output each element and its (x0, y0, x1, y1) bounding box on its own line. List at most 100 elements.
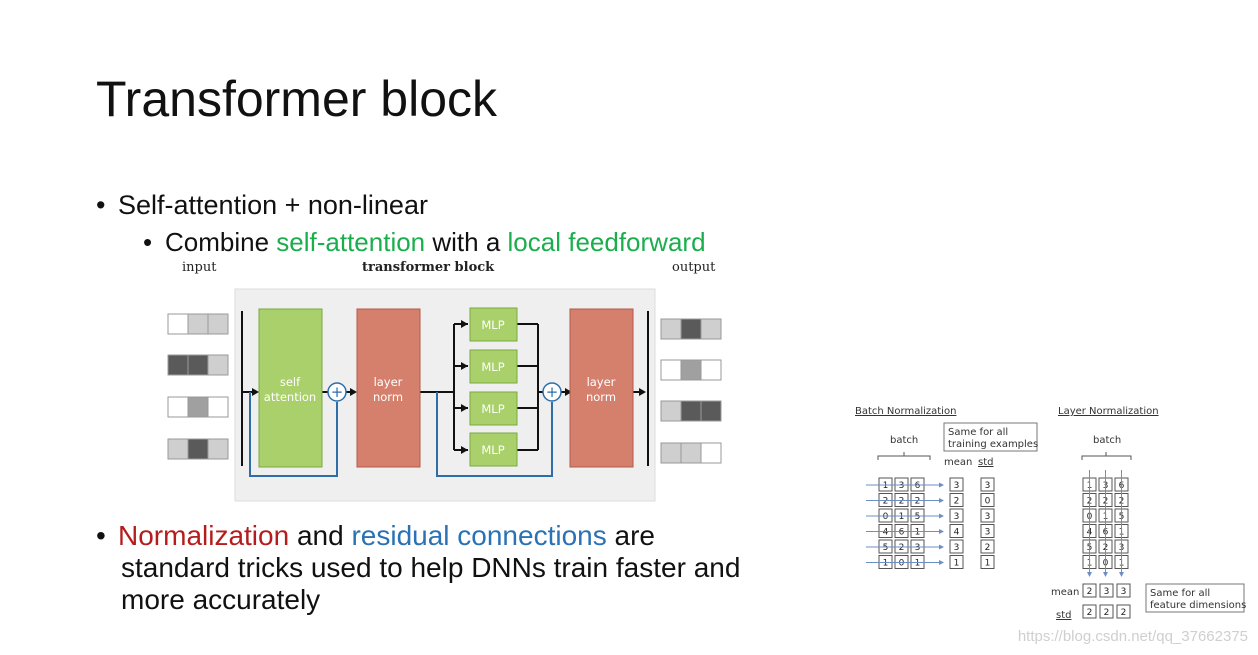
plus-1: + (331, 383, 344, 401)
norm1-label-1: layer (374, 375, 403, 389)
note-layer-box (1145, 583, 1245, 613)
layer-norm-box-2 (569, 308, 634, 468)
residual-add-2 (542, 382, 562, 402)
bn-matrix-value: 0 (899, 559, 905, 569)
bn-mean-value: 3 (954, 481, 960, 491)
ln-mean-cell (1099, 583, 1114, 598)
residual-add-1 (327, 382, 347, 402)
bn-arrowhead (939, 498, 944, 503)
bn-std-label: std (978, 457, 993, 468)
bullet3-line3: more accurately (121, 584, 321, 615)
bn-arrowhead (939, 482, 944, 488)
bn-mean-cell (949, 477, 964, 492)
bn-mean-cell (949, 493, 964, 507)
ln-mean-cell (1116, 583, 1131, 598)
bn-matrix-value: 1 (899, 512, 905, 522)
bn-matrix-value: 1 (883, 481, 889, 491)
bn-std-cell (980, 477, 995, 492)
bullet-normalization: •Normalization and residual connections … (96, 520, 740, 616)
block-title: transformer block (362, 260, 495, 275)
bn-mean-cell (949, 508, 964, 523)
input-label: input (182, 260, 217, 275)
self-attention-box (258, 308, 323, 468)
layer-norm-matrix: 136222015461523101233222 (1082, 470, 1131, 619)
ln-arrowhead (1103, 572, 1108, 577)
bn-matrix-value: 2 (915, 497, 921, 507)
transformer-block-diagram: input transformer block output (167, 260, 722, 502)
bn-std-cell (980, 555, 995, 569)
bn-std-value: 2 (985, 543, 991, 553)
slide-title: Transformer block (96, 71, 498, 127)
bn-arrowhead (939, 513, 944, 519)
bn-mean-value: 2 (954, 497, 960, 507)
bn-std-value: 3 (985, 528, 991, 538)
batch-label-bn: batch (890, 435, 918, 446)
bullet3-term-normalization: Normalization (118, 520, 290, 551)
mlp-label-3: MLP (481, 402, 504, 416)
mlp-box-1 (469, 307, 518, 342)
bullet2-term-self-attention: self-attention (276, 227, 426, 257)
ln-arrowhead (1119, 572, 1124, 577)
bn-matrix-value: 1 (915, 528, 921, 538)
bn-matrix-value: 3 (899, 481, 905, 491)
bn-matrix-value: 0 (883, 512, 889, 522)
bn-mean-label: mean (944, 457, 972, 468)
bn-mean-value: 4 (954, 528, 960, 538)
arrowheads (252, 320, 646, 454)
input-vectors (167, 313, 229, 460)
bn-std-value: 1 (985, 559, 991, 569)
bn-std-value: 0 (985, 497, 991, 507)
bullet2-term-local-feedforward: local feedforward (507, 227, 706, 257)
watermark: https://blog.csdn.net/qq_37662375 (1017, 628, 1248, 645)
mlp-box-4 (469, 432, 518, 467)
ln-mean-value: 3 (1104, 587, 1110, 597)
bn-matrix-value: 2 (883, 497, 889, 507)
ln-mean-label: mean (1051, 587, 1079, 598)
ln-arrowhead (1087, 572, 1092, 577)
bn-matrix-value: 5 (915, 512, 921, 522)
note-batch-box (943, 422, 1038, 452)
plus-2: + (546, 383, 559, 401)
ln-std-cell (1116, 604, 1131, 619)
bn-std-value: 3 (985, 481, 991, 491)
self-attention-label-2: attention (264, 390, 316, 404)
ln-brace (1081, 452, 1132, 460)
ln-std-cell (1082, 604, 1097, 619)
bullet-combine: •Combine self-attention with a local fee… (143, 227, 706, 258)
bn-mean-cell (949, 524, 964, 538)
bn-matrix-value: 6 (915, 481, 921, 491)
ln-mean-value: 2 (1087, 587, 1093, 597)
layer-norm-box-1 (356, 308, 421, 468)
bn-matrix-value: 5 (883, 543, 889, 553)
bn-std-value: 3 (985, 512, 991, 522)
bn-matrix-value: 1 (915, 559, 921, 569)
bullet-self-attention: • Self-attention + non-linear (96, 190, 428, 221)
self-attention-label-1: self (280, 375, 301, 389)
mlp-label-4: MLP (481, 443, 504, 457)
residual-connections (249, 392, 553, 477)
bn-mean-value: 1 (954, 559, 960, 569)
ln-mean-value: 3 (1121, 587, 1127, 597)
output-vectors (660, 318, 722, 464)
ln-std-value: 2 (1121, 608, 1127, 618)
norm1-label-2: norm (373, 390, 403, 404)
bn-matrix-value: 3 (915, 543, 921, 553)
layer-norm-title: Layer Normalization (1058, 406, 1159, 417)
bullet1-text: Self-attention + non-linear (118, 190, 428, 220)
ln-std-value: 2 (1104, 608, 1110, 618)
bn-mean-cell (949, 539, 964, 554)
mlp-label-1: MLP (481, 318, 504, 332)
note-layer-line2: feature dimensions (1150, 600, 1246, 611)
bullet-dot: • (143, 227, 153, 257)
batch-label-ln: batch (1093, 435, 1121, 446)
bn-matrix-value: 6 (899, 528, 905, 538)
bullet-dot: • (96, 520, 106, 551)
bn-std-cell (980, 539, 995, 554)
mlp-box-3 (469, 391, 518, 426)
ln-std-cell (1099, 604, 1114, 619)
bn-std-cell (980, 508, 995, 523)
normalization-figure: Batch Normalization Layer Normalization … (855, 406, 1246, 621)
bullet-dot: • (96, 190, 106, 220)
output-label: output (672, 260, 716, 275)
